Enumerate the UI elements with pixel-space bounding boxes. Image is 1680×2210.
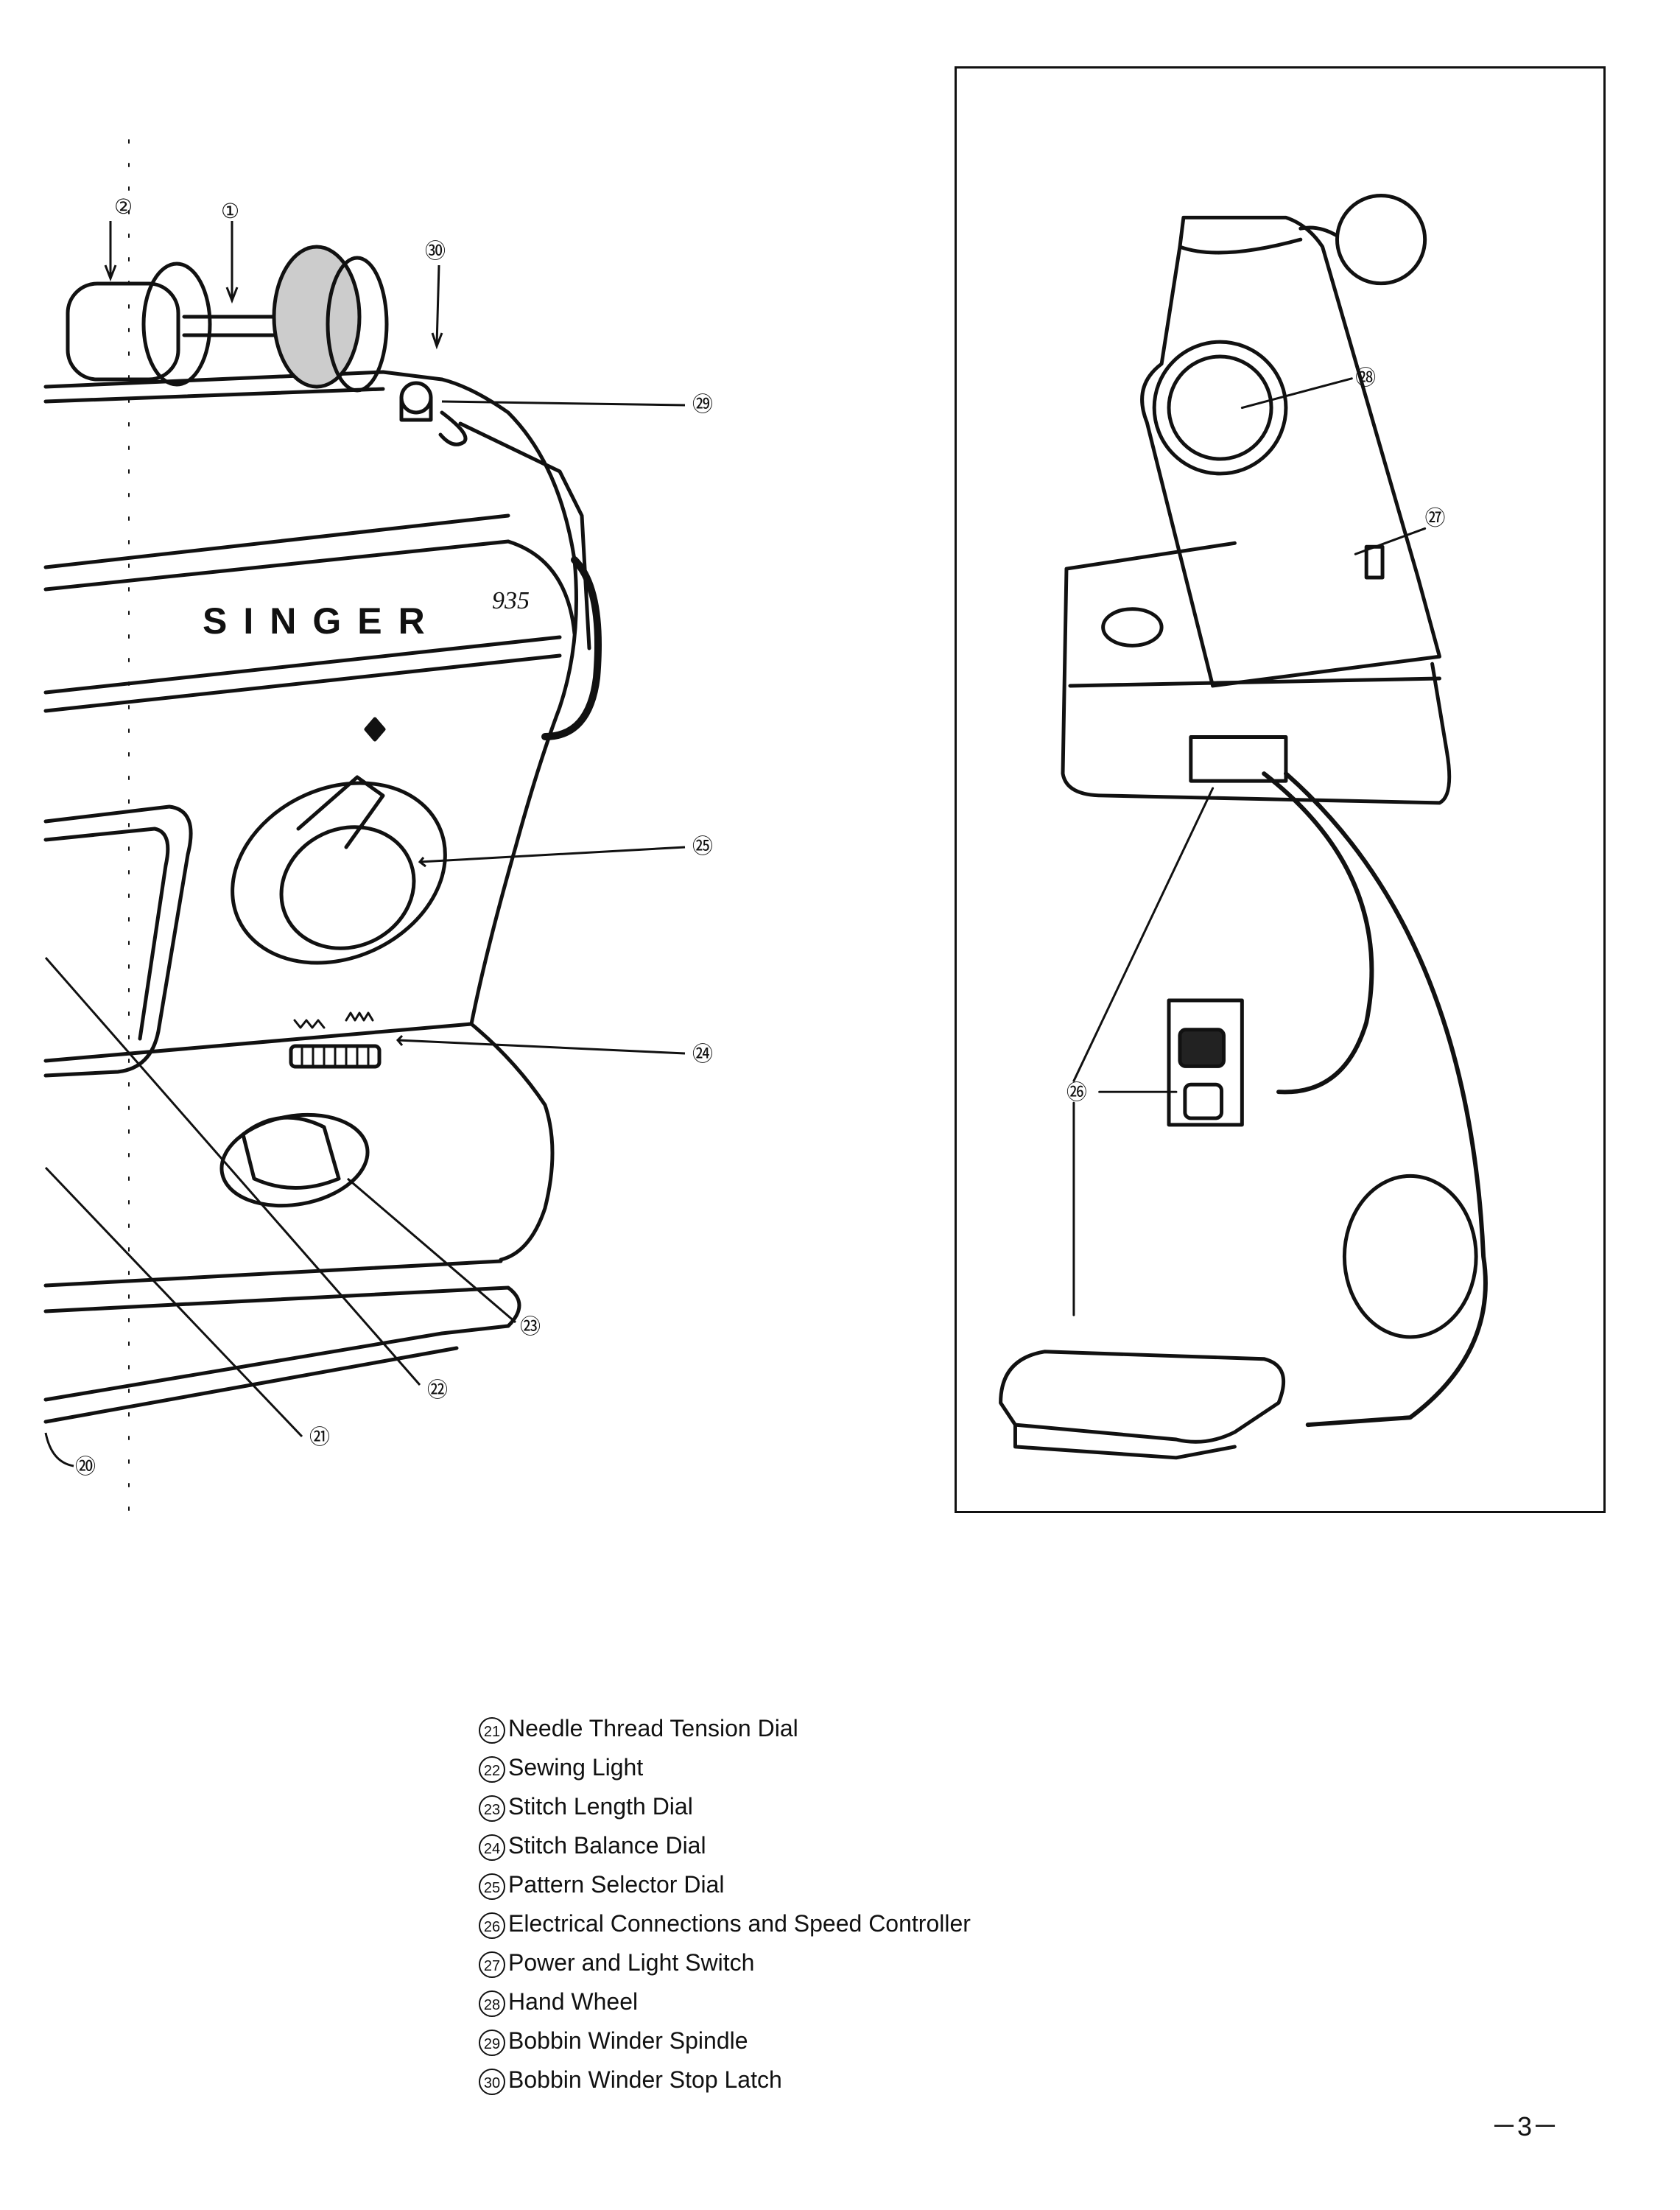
power-light-switch: [1364, 544, 1385, 580]
sewing-machine-front-illustration: SINGER 935 ② ① ㉚ ㉙ ㉕ ㉔ ㉓ ㉒ ㉑ ⑳: [43, 139, 713, 1518]
machine-head: [1140, 215, 1442, 688]
machine-band-bottom: [43, 635, 562, 695]
controller-cord: [1283, 771, 1488, 1428]
callout-25: ㉕: [692, 835, 713, 857]
callout-26: ㉖: [1066, 1081, 1087, 1104]
foot-controller: [999, 1350, 1286, 1444]
callout-21: ㉑: [309, 1425, 330, 1448]
machine-right-contour: [440, 377, 578, 1262]
legend-number: 22: [479, 1755, 505, 1783]
stitch-length-dial: [219, 1112, 370, 1208]
spool-cap: [66, 281, 180, 382]
page-number: －3－: [1491, 2111, 1559, 2141]
callout-23: ㉓: [520, 1315, 541, 1338]
bobbin-winder-spindle: [399, 381, 433, 415]
legend-number: 29: [479, 2029, 505, 2056]
legend-label: Needle Thread Tension Dial: [508, 1715, 798, 1741]
legend-label: Stitch Length Dial: [508, 1793, 693, 1820]
legend-number: 26: [479, 1912, 505, 1939]
callout-27: ㉗: [1425, 506, 1446, 529]
base-connector: [1189, 735, 1288, 783]
pattern-selector-dial: [231, 781, 447, 965]
callout-1: ①: [221, 200, 239, 222]
legend-label: Sewing Light: [508, 1754, 644, 1781]
callout-28: ㉘: [1355, 366, 1376, 389]
power-cord: [1262, 771, 1374, 1095]
hand-wheel: [1152, 340, 1288, 476]
callout-29: ㉙: [692, 393, 713, 415]
legend-number: 28: [479, 1990, 505, 2017]
legend-number: 23: [479, 1795, 505, 1822]
model-number: 935: [492, 587, 530, 614]
legend-label: Hand Wheel: [508, 1988, 639, 2015]
machine-top-edge: [43, 370, 444, 389]
legend-number: 27: [479, 1951, 505, 1978]
legend-number: 30: [479, 2068, 505, 2095]
side-view-frame: ㉘ ㉗ ㉖: [955, 66, 1606, 1513]
wall-outlet: [1167, 998, 1244, 1127]
legend-number: 21: [479, 1716, 505, 1744]
arm-opening: [43, 804, 193, 1078]
singer-logo: SINGER: [203, 600, 441, 642]
callout-20: ⑳: [75, 1455, 96, 1478]
thread-spool: [272, 245, 362, 389]
callout-24: ㉔: [692, 1042, 713, 1065]
legend-label: Pattern Selector Dial: [508, 1871, 725, 1898]
machine-base: [1061, 541, 1452, 805]
callout-30: ㉚: [425, 239, 446, 262]
legend-label: Electrical Connections and Speed Control…: [508, 1910, 971, 1937]
legend-number: 24: [479, 1834, 505, 1861]
callout-2: ②: [114, 195, 133, 218]
sewing-machine-side-illustration: ㉘ ㉗ ㉖: [999, 194, 1488, 1460]
callout-22: ㉒: [427, 1378, 448, 1401]
legend-label: Bobbin Winder Stop Latch: [508, 2066, 782, 2093]
legend-label: Bobbin Winder Spindle: [508, 2027, 748, 2054]
legend-label: Power and Light Switch: [508, 1949, 755, 1976]
machine-band-top: [43, 513, 510, 569]
legend-label: Stitch Balance Dial: [508, 1832, 706, 1859]
legend-number: 25: [479, 1873, 505, 1900]
